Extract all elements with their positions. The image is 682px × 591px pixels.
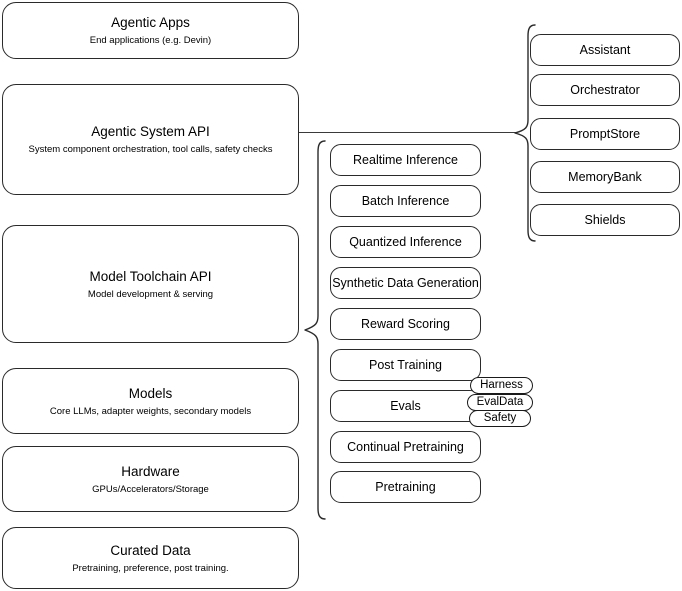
layer-box-model-toolchain-api[interactable]: Model Toolchain API Model development & … [2, 225, 299, 343]
capability-label: Reward Scoring [361, 316, 450, 331]
capability-label: Post Training [369, 357, 442, 372]
layer-title: Model Toolchain API [89, 268, 212, 284]
component-box-memorybank[interactable]: MemoryBank [530, 161, 680, 193]
layer-box-hardware[interactable]: Hardware GPUs/Accelerators/Storage [2, 446, 299, 512]
capability-label: Continual Pretraining [347, 439, 464, 454]
capability-label: Quantized Inference [349, 234, 462, 249]
brace-system-components [513, 24, 537, 242]
component-label: MemoryBank [568, 169, 642, 184]
layer-title: Agentic System API [91, 124, 210, 139]
capability-box-evals[interactable]: Evals [330, 390, 481, 422]
evals-subitem-harness[interactable]: Harness [470, 377, 533, 394]
capability-label: Realtime Inference [353, 152, 458, 167]
evals-subitem-label: Safety [483, 412, 517, 424]
capability-label: Synthetic Data Generation [332, 275, 479, 290]
capability-box-batch-inference[interactable]: Batch Inference [330, 185, 481, 217]
capability-label: Batch Inference [361, 193, 450, 208]
layer-box-curated-data[interactable]: Curated Data Pretraining, preference, po… [2, 527, 299, 589]
capability-box-reward-scoring[interactable]: Reward Scoring [330, 308, 481, 340]
layer-box-agentic-apps[interactable]: Agentic Apps End applications (e.g. Devi… [2, 2, 299, 59]
capability-box-continual-pretraining[interactable]: Continual Pretraining [330, 431, 481, 463]
evals-subitem-label: EvalData [476, 396, 524, 408]
capability-label: Pretraining [375, 479, 436, 494]
component-label: Assistant [579, 42, 631, 57]
layer-subtitle: GPUs/Accelerators/Storage [92, 483, 209, 495]
capability-label: Evals [390, 398, 421, 413]
evals-subitem-label: Harness [480, 379, 523, 391]
capability-box-pretraining[interactable]: Pretraining [330, 471, 481, 503]
brace-toolchain-capabilities [303, 140, 327, 520]
capability-box-synthetic-data-generation[interactable]: Synthetic Data Generation [330, 267, 481, 299]
evals-subitem-evaldata[interactable]: EvalData [467, 394, 533, 411]
capability-box-realtime-inference[interactable]: Realtime Inference [330, 144, 481, 176]
layer-title: Curated Data [110, 542, 191, 558]
layer-title: Hardware [121, 463, 180, 479]
layer-subtitle: Model development & serving [87, 288, 214, 300]
component-box-shields[interactable]: Shields [530, 204, 680, 236]
capability-box-post-training[interactable]: Post Training [330, 349, 481, 381]
layer-box-agentic-system-api[interactable]: Agentic System API System component orch… [2, 84, 299, 195]
connector-system-api-to-components [299, 132, 517, 133]
component-box-orchestrator[interactable]: Orchestrator [530, 74, 680, 106]
component-label: Orchestrator [570, 82, 640, 97]
layer-subtitle: System component orchestration, tool cal… [28, 144, 273, 155]
layer-title: Agentic Apps [111, 15, 190, 30]
evals-subitem-safety[interactable]: Safety [469, 410, 531, 427]
component-label: PromptStore [569, 126, 641, 141]
capability-box-quantized-inference[interactable]: Quantized Inference [330, 226, 481, 258]
layer-subtitle: Pretraining, preference, post training. [72, 562, 229, 574]
layer-subtitle: End applications (e.g. Devin) [89, 35, 212, 46]
component-box-assistant[interactable]: Assistant [530, 34, 680, 66]
layer-box-models[interactable]: Models Core LLMs, adapter weights, secon… [2, 368, 299, 434]
component-label: Shields [584, 212, 626, 227]
layer-subtitle: Core LLMs, adapter weights, secondary mo… [49, 405, 252, 417]
component-box-promptstore[interactable]: PromptStore [530, 118, 680, 150]
layer-title: Models [128, 385, 173, 401]
